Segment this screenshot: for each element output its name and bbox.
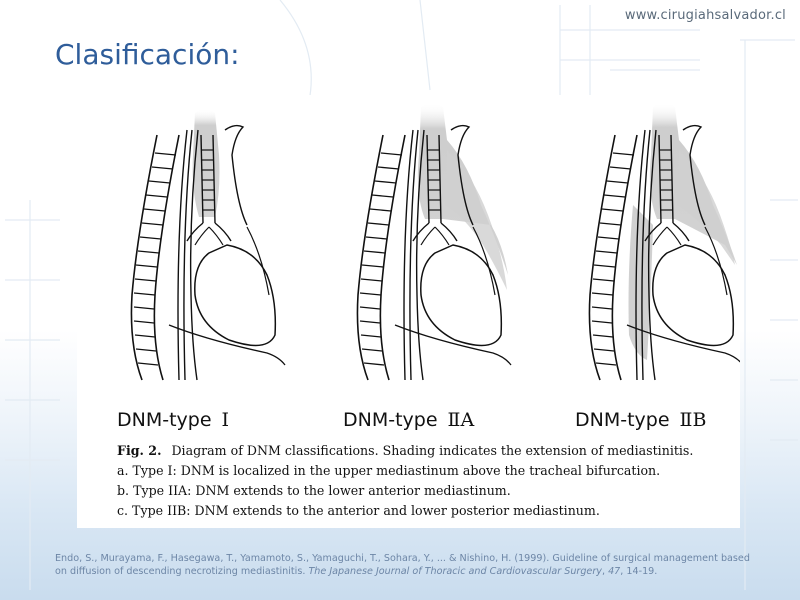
caption-fig-label: Fig. 2. [117,443,162,458]
diagram-panel-type-2b [588,103,740,381]
figure-panel: DNM-type Ⅰ DNM-type ⅡA DNM-type ⅡB Fig. 2. D… [77,95,740,528]
caption-heading-line: Fig. 2. Diagram of DNM classifications. S… [117,441,732,461]
diagram-panel-type-1 [130,109,286,381]
caption-line-b: b. Type IIA: DNM extends to the lower an… [117,483,511,498]
figure-caption: Fig. 2. Diagram of DNM classifications. S… [117,441,732,521]
caption-line-c: c. Type IIB: DNM extends to the anterior… [117,503,600,518]
label-dnm-type-2b: DNM-type ⅡB [575,409,706,431]
citation-journal: The Japanese Journal of Thoracic and Car… [308,566,602,577]
shading-upper-mediastinum [192,109,220,217]
label-dnm-type-2a: DNM-type ⅡA [343,409,474,431]
citation: Endo, S., Murayama, F., Hasegawa, T., Ya… [55,553,750,577]
label-prefix: DNM-type [117,409,212,431]
site-url: www.cirugiahsalvador.cl [624,8,786,23]
slide-title: Clasificación: [55,38,240,71]
citation-volume: 47 [608,566,621,577]
dnm-classification-diagram [130,103,740,381]
label-numeral: Ⅰ [221,409,230,431]
label-numeral: ⅡB [679,409,707,431]
label-dnm-type-1: DNM-type Ⅰ [117,409,229,431]
diagram-panel-type-2a [356,103,512,381]
citation-pages: 14-19. [626,566,658,577]
caption-heading: Diagram of DNM classifications. Shading … [171,443,694,458]
label-numeral: ⅡA [447,409,475,431]
label-prefix: DNM-type [343,409,438,431]
label-prefix: DNM-type [575,409,670,431]
caption-line-a: a. Type I: DNM is localized in the upper… [117,463,661,478]
citation-authors: Endo, S., Murayama, F., Hasegawa, T., Ya… [55,553,750,577]
